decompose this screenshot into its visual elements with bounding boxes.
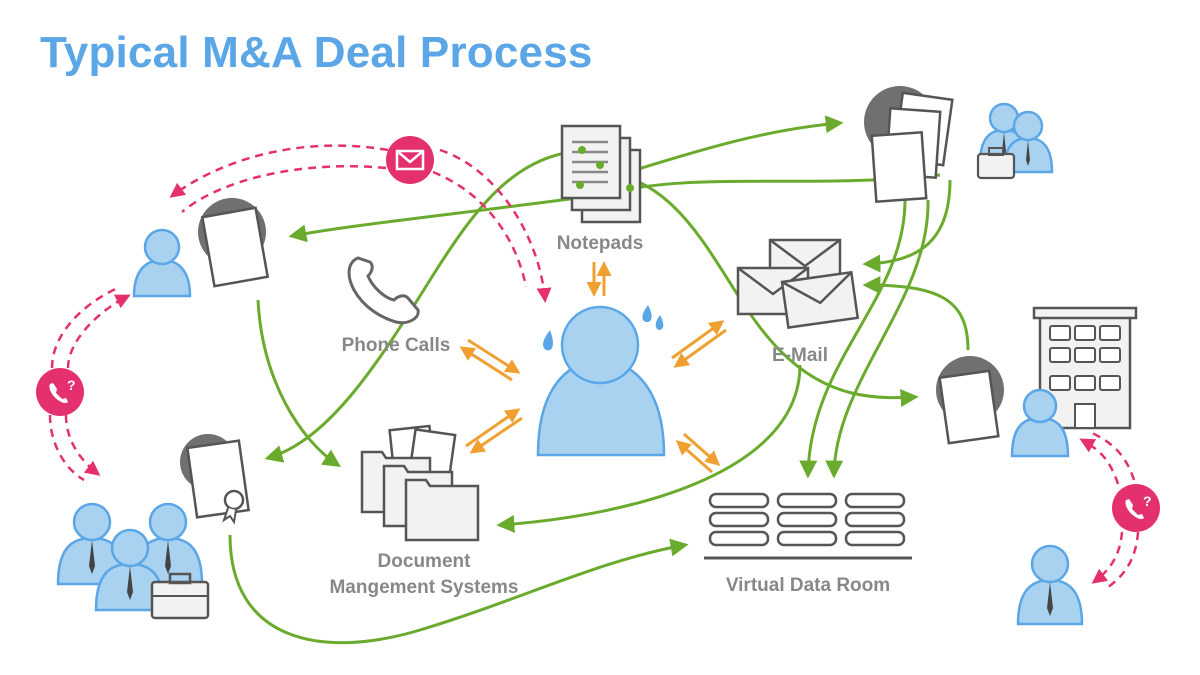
bidirectional-arrow — [465, 408, 521, 448]
flow-line — [799, 199, 907, 479]
phone-question-icon: ? — [36, 368, 84, 416]
dashed-connector — [181, 165, 387, 213]
flow-line — [862, 276, 970, 351]
email-envelopes-icon — [736, 238, 860, 329]
database-servers-icon — [704, 492, 912, 560]
orange-arrows — [459, 261, 727, 474]
flow-line — [589, 168, 919, 407]
vdr-label: Virtual Data Room — [726, 575, 890, 596]
dms-label-line2: Mangement Systems — [329, 577, 518, 598]
svg-text:?: ? — [67, 377, 76, 393]
document-right — [936, 356, 1004, 445]
dashed-connector — [1103, 531, 1140, 592]
central-person-icon — [536, 305, 666, 457]
person-icon — [132, 228, 192, 298]
sweat-drop-icon — [642, 305, 652, 323]
dashed-connector — [432, 170, 528, 288]
dashed-connector — [169, 144, 389, 198]
diagram-title: Typical M&A Deal Process — [40, 28, 593, 77]
dashed-connector — [1089, 430, 1136, 481]
person-with-document — [132, 198, 270, 298]
people-group-icon — [56, 502, 210, 620]
bidirectional-arrow — [469, 416, 523, 454]
bidirectional-arrow — [683, 432, 721, 466]
bidirectional-arrow — [671, 320, 725, 360]
briefcase-icon — [150, 572, 210, 620]
sweat-drop-icon — [655, 315, 664, 330]
flow-line — [256, 299, 342, 467]
document-stack-top-right — [864, 86, 954, 203]
pink-dashed-lines — [48, 144, 1140, 592]
certificate-document — [180, 434, 251, 525]
dashed-connector — [50, 286, 119, 369]
dashed-connector — [66, 294, 131, 369]
dashed-connector — [1079, 438, 1120, 485]
email-label: E-Mail — [772, 345, 828, 366]
dms-label-line1: Document — [378, 551, 472, 572]
flow-line — [862, 179, 952, 273]
sweat-drop-icon — [543, 330, 553, 351]
flow-line — [825, 199, 930, 479]
flow-line — [496, 364, 802, 533]
dashed-connector — [1091, 531, 1124, 584]
person-icon — [1016, 544, 1084, 626]
people-pair-icon — [976, 102, 1054, 180]
certificate-icon — [223, 489, 245, 511]
dashed-connector — [64, 414, 101, 476]
bidirectional-arrow — [459, 346, 513, 382]
phone-icon — [347, 256, 420, 325]
notepads-icon — [560, 124, 642, 224]
notepads-label: Notepads — [557, 233, 644, 254]
svg-text:?: ? — [1143, 493, 1152, 509]
dashed-connector — [439, 148, 552, 303]
email-badge-icon — [386, 136, 434, 184]
person-icon — [1010, 388, 1070, 458]
bidirectional-arrow — [675, 440, 713, 474]
bidirectional-arrow — [467, 338, 521, 374]
dashed-connector — [48, 414, 85, 482]
briefcase-icon — [976, 147, 1016, 180]
building-icon — [1032, 306, 1138, 430]
flow-line — [264, 148, 596, 463]
flow-line — [228, 534, 689, 645]
phone-question-icon: ? — [1112, 484, 1160, 532]
folder-stack-icon — [360, 424, 480, 542]
phone-calls-label: Phone Calls — [342, 335, 451, 356]
bidirectional-arrow — [673, 328, 727, 368]
